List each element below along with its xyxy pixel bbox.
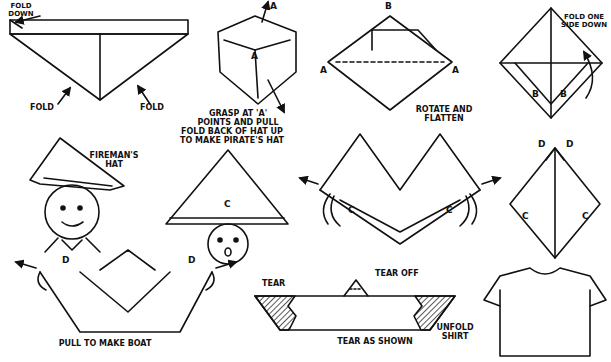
label: C bbox=[348, 206, 355, 216]
label: UNFOLD SHIRT bbox=[432, 324, 478, 342]
label: FOLD DOWN bbox=[4, 3, 38, 18]
label: D bbox=[538, 140, 545, 150]
label: B bbox=[560, 90, 567, 100]
label: C bbox=[224, 200, 231, 210]
label: C bbox=[522, 212, 529, 222]
label: B bbox=[532, 90, 539, 100]
label: FOLD BACK OF HAT UP TO MAKE PIRATE'S HAT bbox=[176, 128, 288, 146]
label: D bbox=[188, 256, 195, 266]
label: A bbox=[320, 66, 327, 76]
label: FOLD bbox=[140, 104, 164, 113]
label: A bbox=[270, 2, 277, 12]
label: D bbox=[62, 256, 69, 266]
label: GRASP AT 'A' POINTS AND PULL bbox=[196, 110, 280, 128]
label: B bbox=[385, 2, 392, 12]
label: PULL TO MAKE BOAT bbox=[55, 340, 155, 349]
label: FOLD ONE SIDE DOWN bbox=[559, 14, 609, 29]
label: C bbox=[446, 206, 453, 216]
label: TEAR AS SHOWN bbox=[330, 338, 420, 347]
label: FIREMAN'S HAT bbox=[88, 152, 140, 170]
label: TEAR bbox=[262, 280, 285, 289]
label: FOLD bbox=[30, 104, 54, 113]
label: A bbox=[452, 66, 459, 76]
label: D bbox=[566, 140, 573, 150]
label: TEAR OFF bbox=[375, 270, 419, 279]
label: ROTATE AND FLATTEN bbox=[412, 106, 476, 124]
label: C bbox=[582, 212, 589, 222]
label: A bbox=[251, 52, 258, 62]
